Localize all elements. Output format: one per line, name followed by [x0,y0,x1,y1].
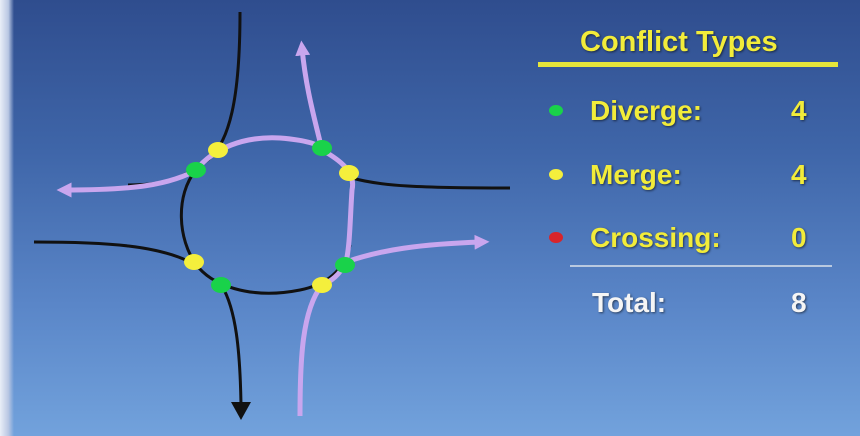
path-east-exit [345,234,490,265]
road-edge-left-bottom [33,240,191,264]
diverge-point [186,162,206,178]
crossing-legend-dot [549,232,563,243]
merge-point [208,142,228,158]
diverge-point [335,257,355,273]
crossing-count: 0 [791,222,807,253]
diverge-count: 4 [791,95,807,126]
path-south-entry [297,283,325,417]
total-label: Total: [592,287,667,318]
left-edge [0,0,14,436]
path-west-exit [56,165,202,198]
road-edges [33,11,511,420]
diverge-label: Diverge: [590,95,703,126]
diverge-point [312,140,332,156]
path-north-exit [295,40,325,151]
total-count: 8 [791,287,807,318]
total-divider [570,265,832,267]
merge-label: Merge: [590,159,682,190]
diverge-point [211,277,231,293]
conflict-points [184,140,359,293]
road-edge-top-left [127,11,242,187]
bottom-exit-arrowhead [231,402,251,420]
diverge-legend-dot [549,105,563,116]
vehicle-paths [56,40,490,417]
merge-legend-dot [549,169,563,180]
merge-point [184,254,204,270]
road-edge-bottom-exit [220,285,243,405]
merge-point [312,277,332,293]
roundabout-ring [179,169,352,295]
merge-point [339,165,359,181]
title-underline [538,62,838,67]
road-edge-right-top [351,176,511,190]
crossing-label: Crossing: [590,222,721,253]
merge-count: 4 [791,159,807,190]
legend-title: Conflict Types [580,26,778,58]
